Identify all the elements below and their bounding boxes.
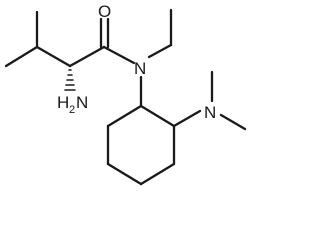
bond-amine-methyl-right xyxy=(219,113,247,131)
bond-alpha-carbonyl xyxy=(68,45,106,68)
bond-ring-amine xyxy=(172,109,202,128)
bond-isopropyl-methyl-left xyxy=(4,45,39,68)
nh2-nitrogen: N xyxy=(76,93,88,112)
nh2-label: H 2 N xyxy=(57,93,88,116)
molecule-structure: O N N H 2 N xyxy=(4,2,247,186)
bond-isopropyl-alpha xyxy=(35,45,72,68)
bond-nitrogen-ethyl xyxy=(147,43,173,59)
carbonyl-oxygen-label: O xyxy=(98,2,111,21)
amide-nitrogen-label: N xyxy=(134,59,146,78)
cyclohexane-ring xyxy=(106,104,176,186)
hashed-wedge-bond xyxy=(64,69,76,91)
amine-nitrogen-label: N xyxy=(204,103,216,122)
nh2-subscript: 2 xyxy=(69,104,75,116)
nh2-hydrogen: H xyxy=(57,93,69,112)
bond-carbonyl-nitrogen xyxy=(102,45,136,65)
